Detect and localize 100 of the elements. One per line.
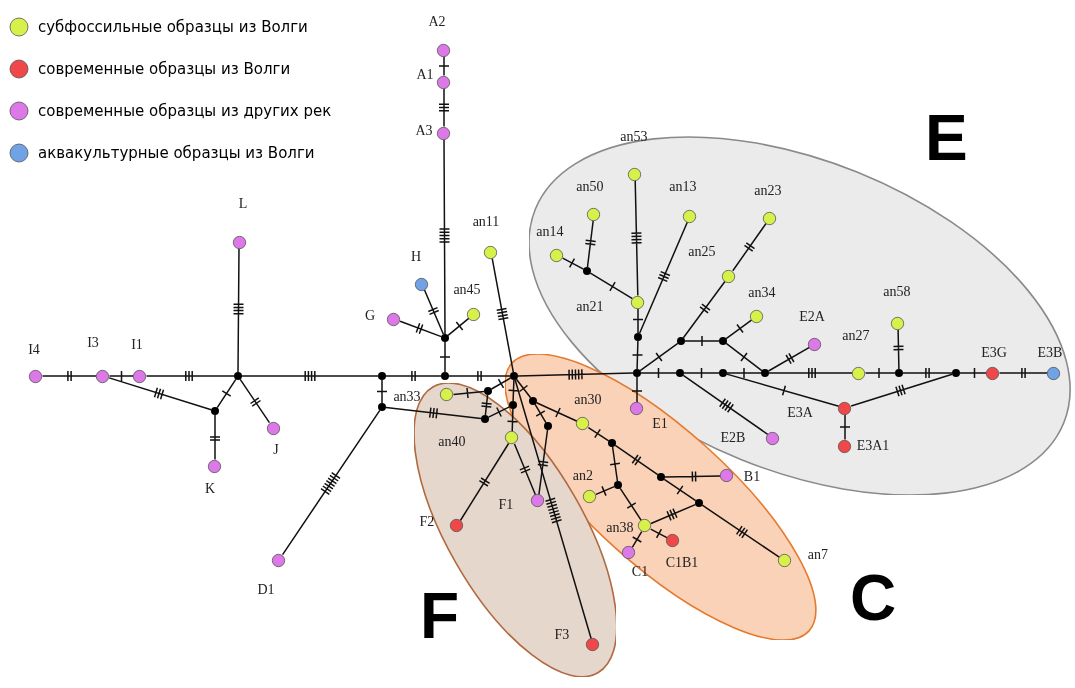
network-link	[439, 341, 451, 373]
network-link	[631, 376, 643, 404]
network-link	[631, 530, 643, 549]
network-link	[609, 446, 621, 482]
network-link	[385, 406, 482, 420]
network-link	[281, 409, 381, 556]
network-link	[631, 340, 644, 370]
network-link	[587, 426, 610, 442]
haplotype-label: E2A	[798, 308, 826, 326]
network-link	[480, 394, 493, 416]
legend-label: аквакультурные образцы из Волги	[38, 143, 315, 163]
network-link	[534, 403, 547, 424]
network-link	[423, 289, 445, 336]
legend-label: субфоссильные образцы из Волги	[38, 17, 308, 37]
network-link	[725, 342, 763, 372]
network-link	[376, 379, 388, 404]
network-link	[216, 378, 237, 409]
haplotype-label: an2	[571, 467, 595, 485]
network-link	[998, 367, 1049, 379]
haplotype-label: an50	[575, 178, 605, 196]
network-link	[108, 377, 212, 411]
network-link	[630, 179, 643, 297]
network-link	[664, 470, 722, 483]
haplotype-label: an33	[392, 388, 422, 406]
legend-label: современные образцы из других рек	[38, 101, 332, 121]
network-link	[614, 444, 659, 476]
haplotype-label: J	[272, 441, 280, 459]
network-link	[638, 221, 689, 335]
network-link	[561, 257, 585, 270]
network-link	[663, 478, 697, 502]
haplotype-label: an45	[452, 281, 482, 299]
haplotype-label: E3A1	[855, 437, 891, 455]
network-link	[448, 370, 511, 382]
network-link	[507, 379, 520, 402]
network-link	[892, 328, 905, 370]
network-link	[209, 414, 221, 461]
network-link	[487, 406, 511, 418]
network-link	[399, 320, 443, 338]
haplotype-label: E3A	[786, 404, 814, 422]
haplotype-label: A1	[415, 66, 435, 84]
network-link	[732, 222, 767, 272]
network-link	[517, 368, 634, 381]
haplotype-label: F3	[553, 626, 571, 644]
network-link	[632, 307, 644, 334]
haplotype-label: L	[237, 195, 249, 213]
network-link	[145, 370, 235, 382]
haplotype-label: an23	[753, 182, 783, 200]
haplotype-label: an30	[573, 391, 603, 409]
network-link	[839, 413, 851, 441]
network-link	[241, 370, 379, 382]
network-link	[649, 528, 669, 539]
haplotype-label: F2	[418, 513, 436, 531]
haplotype-label: an7	[806, 546, 830, 564]
haplotype-label: an14	[535, 223, 565, 241]
haplotype-label: K	[204, 480, 216, 498]
haplotype-label: A2	[427, 13, 447, 31]
network-link	[684, 335, 720, 347]
network-link	[640, 367, 677, 379]
haplotype-label: an53	[619, 128, 649, 146]
legend-label: современные образцы из Волги	[38, 59, 291, 79]
network-link	[232, 247, 245, 373]
network-link	[902, 367, 953, 379]
cluster-letter: F	[420, 584, 460, 648]
network-link	[619, 487, 643, 522]
cluster-letter: C	[850, 566, 897, 630]
haplotype-label: D1	[256, 581, 276, 599]
network-link	[438, 87, 450, 128]
haplotype-label: E2B	[719, 429, 747, 447]
network-link	[535, 401, 578, 423]
haplotype-label: G	[364, 307, 376, 325]
network-link	[490, 377, 512, 390]
network-link	[959, 367, 988, 379]
network-link	[491, 257, 515, 373]
network-link	[650, 503, 697, 525]
network-link	[452, 387, 485, 399]
network-link	[726, 367, 762, 379]
cluster-letter: E	[925, 106, 968, 170]
network-link	[513, 443, 537, 496]
haplotype-label: F1	[497, 496, 515, 514]
haplotype-label: E1	[651, 415, 669, 433]
network-link	[41, 370, 98, 382]
haplotype-label: I4	[27, 341, 41, 359]
network-link	[514, 379, 592, 640]
network-link	[459, 442, 510, 522]
haplotype-label: an13	[668, 178, 698, 196]
network-link	[682, 280, 726, 339]
network-link	[108, 370, 135, 382]
network-link	[726, 373, 840, 407]
network-link	[639, 342, 679, 372]
network-link	[768, 367, 854, 379]
network-link	[537, 429, 549, 496]
network-link	[767, 346, 811, 372]
network-link	[438, 138, 451, 335]
haplotype-label: an34	[747, 284, 777, 302]
network-link	[438, 55, 450, 77]
haplotype-label: E3G	[980, 344, 1008, 362]
network-link	[589, 272, 634, 300]
network-link	[385, 370, 442, 382]
network-link	[506, 408, 519, 433]
network-link	[447, 317, 470, 337]
